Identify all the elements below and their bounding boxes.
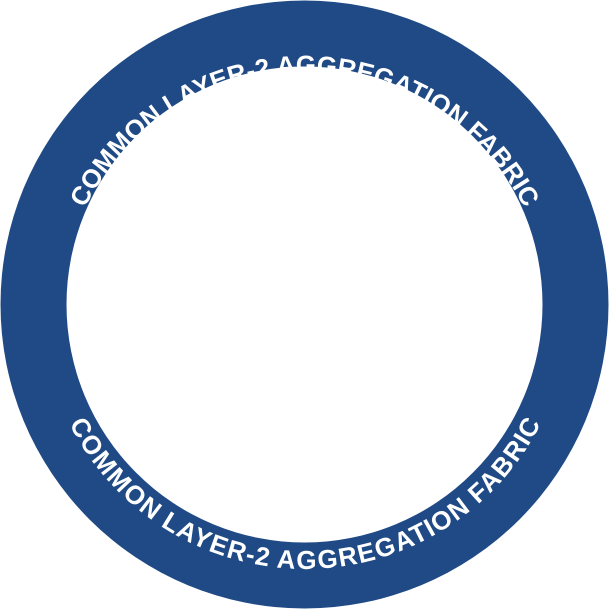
inner-circle [66, 66, 543, 543]
